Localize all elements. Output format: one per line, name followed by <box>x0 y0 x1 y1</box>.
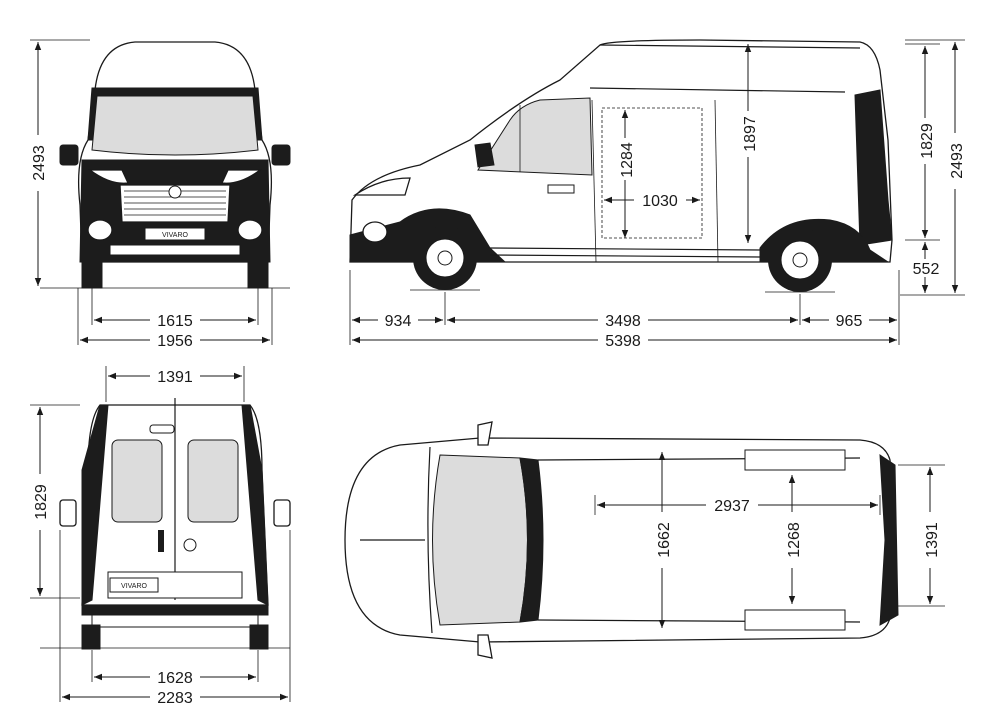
side-load-height-label: 1284 <box>619 142 636 178</box>
top-rear-width-label: 1391 <box>924 522 941 558</box>
rear-height-label: 1829 <box>33 484 50 520</box>
side-rear-wheel <box>768 228 832 292</box>
rear-view: VIVARO <box>40 398 291 650</box>
top-interior-width-label: 1662 <box>656 522 673 558</box>
front-dimensions: 2493 1615 1956 <box>26 39 273 350</box>
front-grille <box>124 190 226 216</box>
rear-track-label: 1628 <box>157 670 193 687</box>
side-door-width-label: 1030 <box>642 193 678 210</box>
rear-width-label: 2283 <box>157 690 193 707</box>
side-wheelbase-label: 3498 <box>605 313 641 330</box>
rear-dimensions: 1391 1829 1628 2283 <box>30 366 291 707</box>
side-length-label: 5398 <box>605 333 641 350</box>
front-track-label: 1615 <box>157 313 193 330</box>
side-total-height-label: 2493 <box>949 143 966 179</box>
top-view <box>344 421 899 659</box>
rear-door-width-label: 1391 <box>157 369 193 386</box>
side-interior-height-label: 1897 <box>742 116 759 152</box>
side-front-wheel <box>413 226 477 290</box>
front-width-label: 1956 <box>157 333 193 350</box>
side-roof-height-label: 1829 <box>919 123 936 159</box>
front-height-label: 2493 <box>31 145 48 181</box>
top-dimensions: 2937 1662 1268 1391 <box>594 452 945 628</box>
top-arch-width-label: 1268 <box>786 522 803 558</box>
side-dimensions: 1284 1030 1897 1829 2493 552 934 3498 96… <box>349 39 967 350</box>
top-load-length-label: 2937 <box>714 498 750 515</box>
side-rear-overhang-label: 965 <box>836 313 863 330</box>
rear-badge: VIVARO <box>121 583 147 590</box>
front-badge: VIVARO <box>162 232 188 239</box>
side-front-overhang-label: 934 <box>385 313 412 330</box>
front-view: VIVARO <box>40 41 291 289</box>
side-floor-height-label: 552 <box>913 261 940 278</box>
